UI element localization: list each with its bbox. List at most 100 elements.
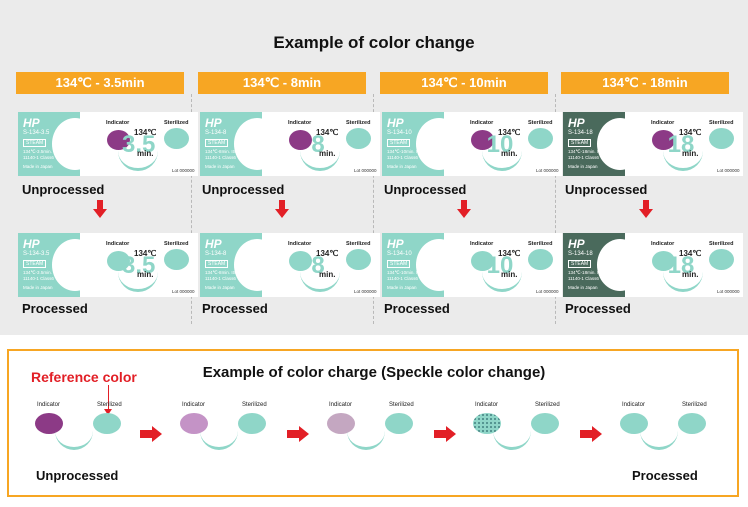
indicator-dot (652, 251, 675, 271)
speckle-stage: Indicator Sterilized (471, 402, 581, 452)
processed-label: Processed (565, 301, 631, 316)
temperature: 134℃ (498, 249, 521, 258)
right-arrow-icon (434, 426, 456, 442)
sterilized-label: Sterilized (242, 402, 267, 408)
curve-arrow-icon (118, 269, 158, 292)
curve-arrow-icon (200, 430, 238, 450)
steam-badge: STEAM (568, 139, 592, 147)
speckle-stage: Indicator Sterilized (178, 402, 288, 452)
sterilized-dot (528, 249, 553, 270)
lot-number: Lot 000000 (172, 289, 195, 294)
temperature: 134℃ (679, 249, 702, 258)
brand-logo: HP (387, 237, 404, 251)
curve-arrow-icon (663, 148, 703, 171)
temperature: 134℃ (679, 128, 702, 137)
brand-logo: HP (568, 116, 585, 130)
indicator-label: Indicator (106, 241, 130, 247)
steam-badge: STEAM (387, 260, 411, 268)
sterilized-label: Sterilized (535, 402, 560, 408)
made-in: Made in Japan (205, 285, 235, 290)
curve-arrow-icon (482, 148, 522, 171)
spec-text: 134℃-3.5min. ISO 11140-1 Class6 (23, 149, 61, 160)
indicator-dot (289, 130, 312, 150)
steam-badge: STEAM (205, 139, 229, 147)
product-code: S-134-8 (205, 251, 227, 257)
temperature: 134℃ (134, 249, 157, 258)
indicator-dot (107, 130, 130, 150)
indicator-label: Indicator (470, 120, 494, 126)
reference-pointer-tip (104, 409, 112, 415)
made-in: Made in Japan (387, 285, 417, 290)
down-arrow-icon (93, 200, 107, 218)
sterilized-dot (531, 413, 559, 434)
lot-number: Lot 000000 (354, 289, 377, 294)
processed-label: Processed (202, 301, 268, 316)
divider (373, 94, 374, 324)
sterilized-dot (164, 249, 189, 270)
brand-logo: HP (568, 237, 585, 251)
spec-text: 134℃-18min. ISO 11140-1 Class6 (568, 149, 605, 160)
top-title: Example of color change (273, 33, 475, 52)
down-arrow-icon (639, 200, 653, 218)
sterilized-dot (93, 413, 121, 434)
sterilized-label: Sterilized (709, 241, 734, 247)
indicator-label: Indicator (651, 241, 675, 247)
spec-text: 134℃-3.5min. ISO 11140-1 Class6 (23, 270, 61, 281)
divider (555, 94, 556, 324)
brand-logo: HP (205, 116, 222, 130)
down-arrow-icon (275, 200, 289, 218)
divider (191, 94, 192, 324)
temperature: 134℃ (498, 128, 521, 137)
spec-text: 134℃-10min. ISO 11140-1 Class6 (387, 270, 424, 281)
indicator-label: Indicator (651, 120, 675, 126)
speckle-panel (7, 349, 739, 497)
sterilized-dot (385, 413, 413, 434)
sterilized-dot (346, 128, 371, 149)
processed-label: Processed (384, 301, 450, 316)
curve-arrow-icon (300, 269, 340, 292)
made-in: Made in Japan (23, 285, 53, 290)
indicator-label: Indicator (288, 120, 312, 126)
spec-text: 134℃-8min. ISO 11140-1 Class6 (205, 149, 240, 160)
steam-badge: STEAM (205, 260, 229, 268)
brand-logo: HP (205, 237, 222, 251)
brand-logo: HP (23, 237, 40, 251)
sterilized-label: Sterilized (346, 241, 371, 247)
indicator-dot (473, 413, 501, 434)
indicator-label: Indicator (475, 402, 499, 408)
indicator-dot (289, 251, 312, 271)
column-label-4: 134℃ - 18min (561, 72, 729, 94)
indicator-label: Indicator (329, 402, 353, 408)
reference-pointer (108, 385, 109, 412)
curve-arrow-icon (482, 269, 522, 292)
indicator-dot (327, 413, 355, 434)
bottom-title: Example of color charge (Speckle color c… (202, 364, 546, 381)
indicator-label: Indicator (182, 402, 206, 408)
bottom-unprocessed-label: Unprocessed (36, 468, 119, 483)
indicator-label: Indicator (37, 402, 61, 408)
curve-arrow-icon (347, 430, 385, 450)
curve-arrow-icon (663, 269, 703, 292)
curve-arrow-icon (118, 148, 158, 171)
column-label-1: 134℃ - 3.5min (16, 72, 184, 94)
lot-number: Lot 000000 (536, 289, 559, 294)
sterilized-dot (238, 413, 266, 434)
product-code: S-134-3.5 (23, 130, 50, 136)
indicator-dot (471, 130, 494, 150)
curve-arrow-icon (493, 430, 531, 450)
sterilized-dot (346, 249, 371, 270)
curve-arrow-icon (55, 430, 93, 450)
made-in: Made in Japan (387, 164, 417, 169)
processed-label: Processed (22, 301, 88, 316)
card-arc (234, 239, 280, 291)
unprocessed-label: Unprocessed (22, 182, 105, 197)
product-code: S-134-10 (387, 130, 412, 136)
down-arrow-icon (457, 200, 471, 218)
indicator-label: Indicator (106, 120, 130, 126)
